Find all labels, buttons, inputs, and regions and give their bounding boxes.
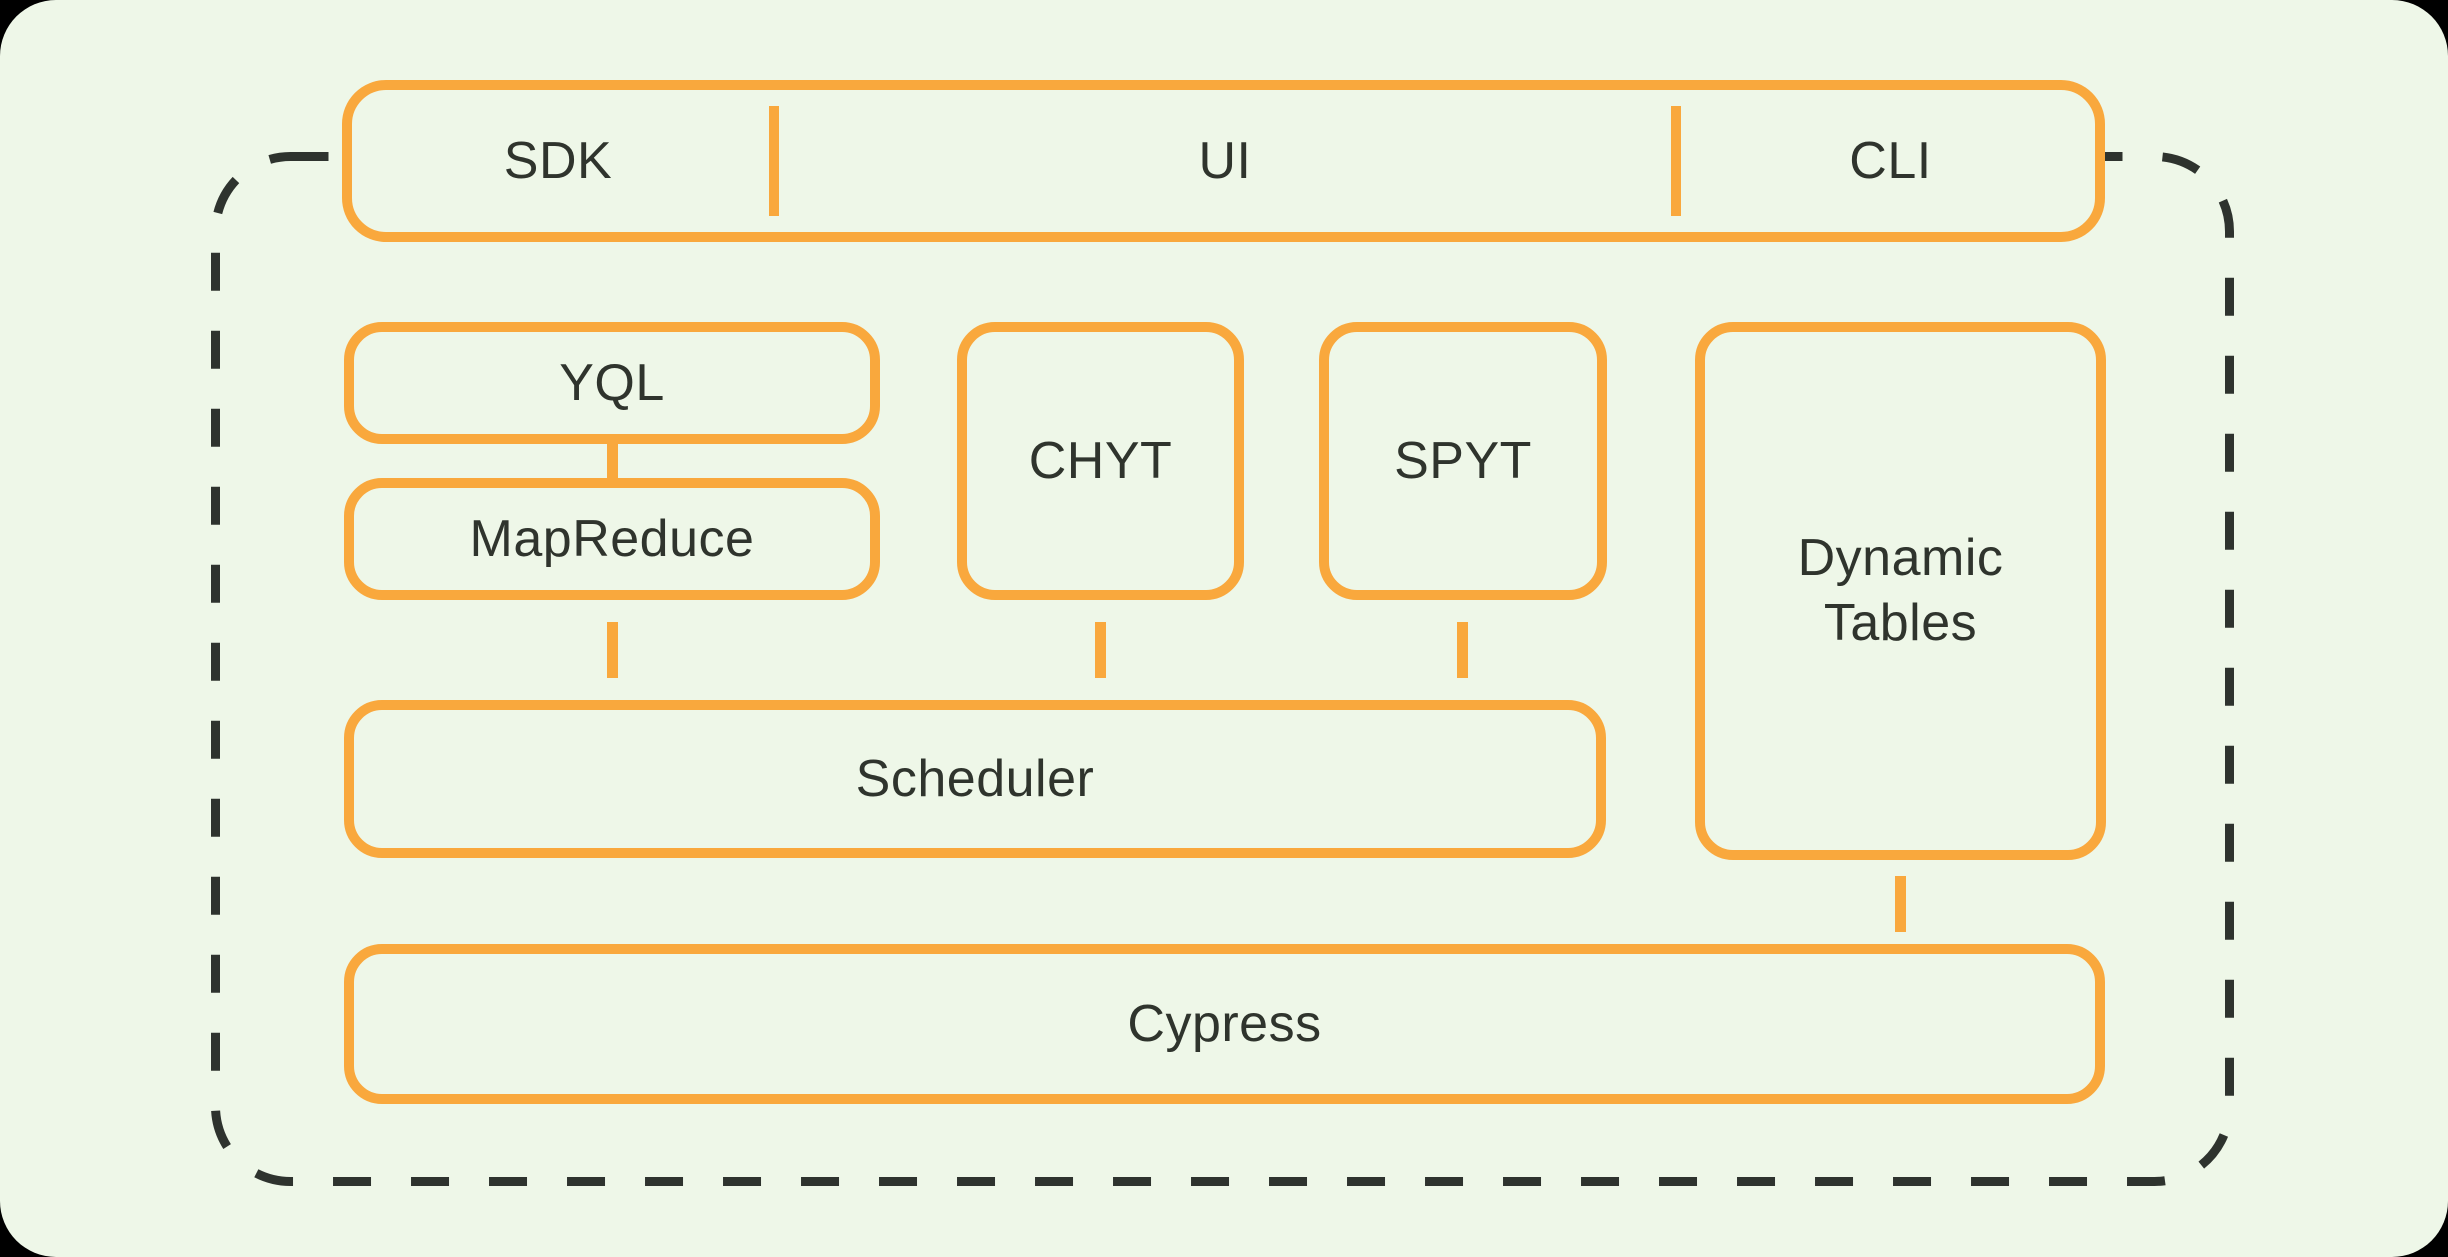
cluster-boundary-dashed-rect — [211, 152, 2234, 1186]
spyt-box: SPYT — [1319, 322, 1607, 600]
mapreduce-label: MapReduce — [469, 509, 755, 568]
mapreduce-box: MapReduce — [344, 478, 880, 600]
connector-spyt-scheduler — [1457, 622, 1468, 678]
yql-label: YQL — [559, 353, 665, 412]
cli-label: CLI — [1849, 131, 1932, 190]
cypress-label: Cypress — [1127, 994, 1322, 1053]
sdk-label: SDK — [503, 131, 613, 190]
chyt-box: CHYT — [957, 322, 1244, 600]
spyt-label: SPYT — [1394, 431, 1532, 490]
dynamic-tables-box: Dynamic Tables — [1695, 322, 2106, 860]
yql-box: YQL — [344, 322, 880, 444]
bar-divider-left — [769, 106, 779, 216]
ui-label: UI — [1198, 131, 1252, 190]
connector-yql-mapreduce — [607, 440, 618, 482]
connector-dynamic-tables-cypress — [1895, 876, 1906, 932]
access-item-ui: UI — [774, 80, 1676, 242]
bar-divider-right — [1671, 106, 1681, 216]
dynamic-tables-label: Dynamic Tables — [1797, 529, 2004, 652]
connector-chyt-scheduler — [1095, 622, 1106, 678]
access-item-cli: CLI — [1676, 80, 2105, 242]
connector-mapreduce-scheduler — [607, 622, 618, 678]
access-layer-bar — [342, 80, 2105, 242]
access-item-sdk: SDK — [342, 80, 774, 242]
chyt-label: CHYT — [1028, 431, 1173, 490]
cypress-box: Cypress — [344, 944, 2105, 1104]
scheduler-box: Scheduler — [344, 700, 1606, 858]
scheduler-label: Scheduler — [855, 749, 1095, 808]
